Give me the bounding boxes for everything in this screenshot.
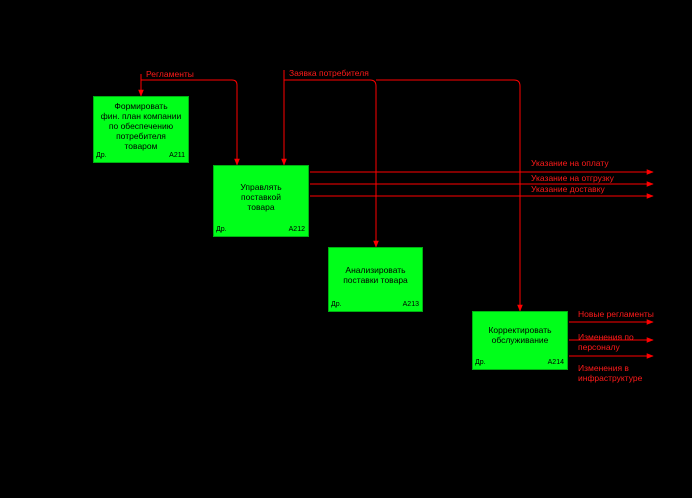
- activity-title: Корректировать обслуживание: [488, 325, 552, 345]
- activity-tag: Др.: [216, 226, 227, 233]
- activity-box-a214[interactable]: Корректировать обслуживание Др. A214: [472, 311, 568, 370]
- label-a212-output-1: Указание на оплату: [531, 158, 609, 168]
- activity-box-a211[interactable]: Формировать фин. план компании по обеспе…: [93, 96, 189, 163]
- activity-title: Формировать фин. план компании по обеспе…: [100, 101, 182, 151]
- activity-tag: Др.: [96, 152, 107, 159]
- activity-title: Управлять поставкой товара: [240, 182, 282, 212]
- label-a214-output-3: Изменения в инфраструктуре: [578, 363, 643, 383]
- label-reglamenty: Регламенты: [146, 69, 194, 79]
- activity-code: A213: [402, 301, 419, 308]
- activity-code: A211: [169, 152, 185, 159]
- reglamenty-line: [140, 74, 240, 166]
- label-a214-output-2: Изменения по персоналу: [578, 332, 634, 352]
- activity-box-a213[interactable]: Анализировать поставки товара Др. A213: [328, 247, 423, 312]
- label-a212-output-3: Указание доставку: [531, 184, 605, 194]
- activity-code: A214: [547, 359, 564, 366]
- label-a214-output-1: Новые регламенты: [578, 309, 654, 319]
- label-zayavka: Заявка потребителя: [289, 68, 369, 78]
- activity-title: Анализировать поставки товара: [343, 265, 408, 285]
- activity-box-a212[interactable]: Управлять поставкой товара Др. A212: [213, 165, 309, 237]
- activity-tag: Др.: [331, 301, 342, 308]
- label-a212-output-2: Указание на отгрузку: [531, 173, 614, 183]
- zayavka-branch-a213: [284, 79, 379, 248]
- activity-tag: Др.: [475, 359, 486, 366]
- activity-code: A212: [288, 226, 305, 233]
- zayavka-branch-a214: [376, 79, 523, 312]
